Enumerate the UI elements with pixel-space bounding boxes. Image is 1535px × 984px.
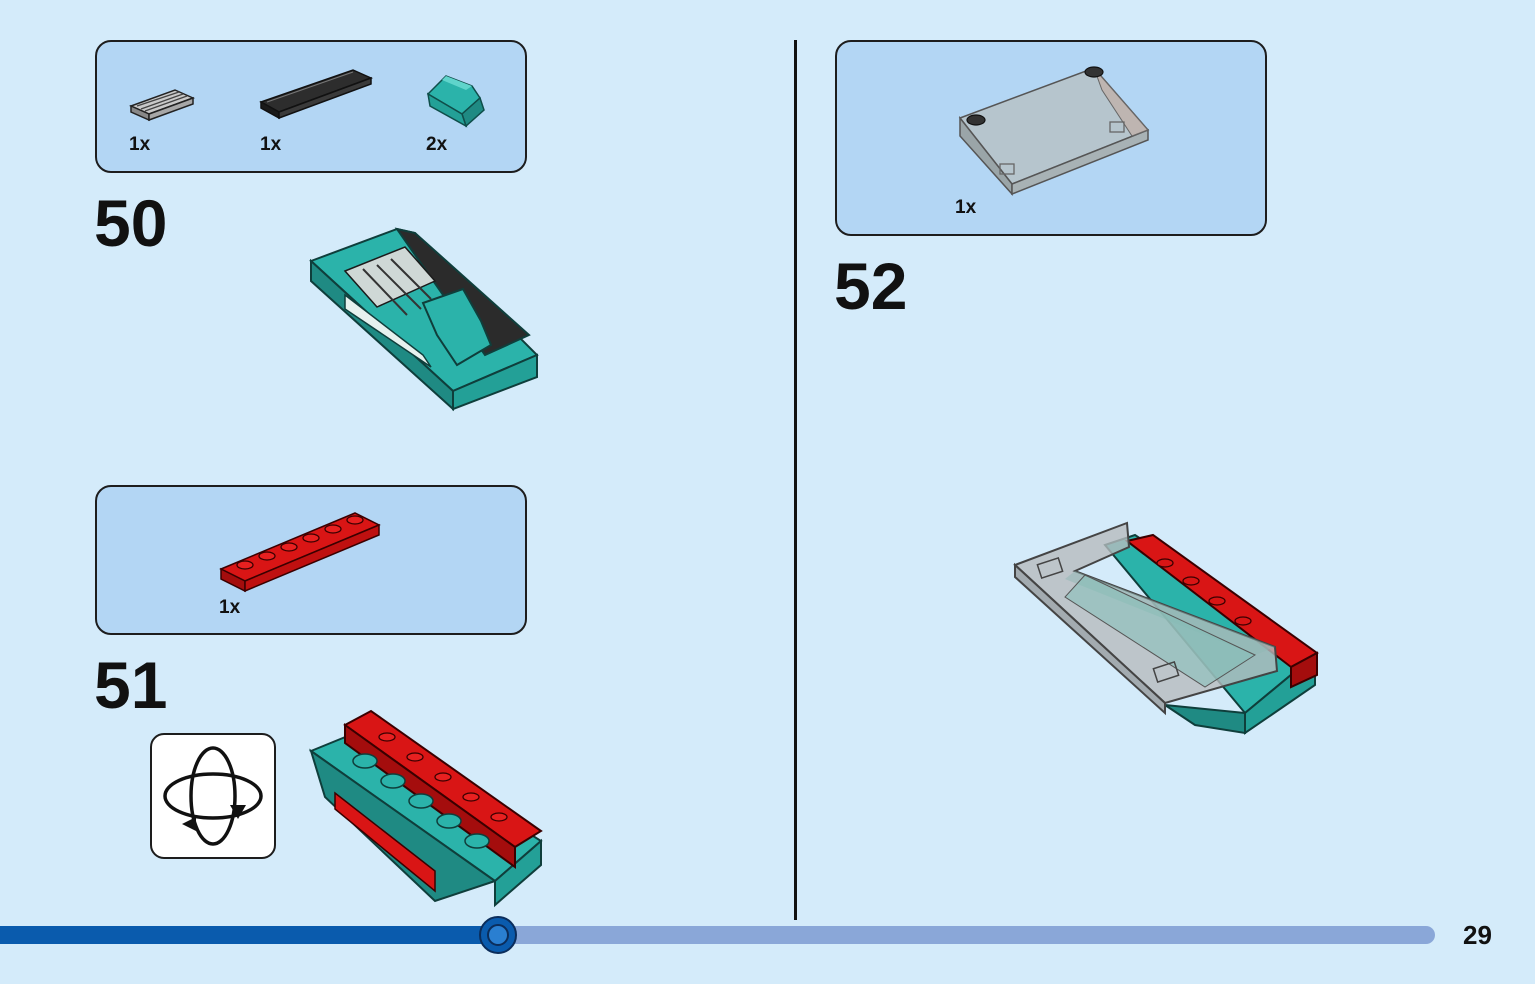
part-quantity: 1x xyxy=(129,134,151,155)
step-52-model-illustration xyxy=(1013,521,1319,735)
part-quantity: 1x xyxy=(260,134,282,155)
page-progress-marker xyxy=(479,916,517,954)
step-number: 51 xyxy=(94,648,168,722)
transparent-windscreen-icon xyxy=(958,66,1150,196)
black-tile-icon xyxy=(259,69,373,120)
page-progress-fill xyxy=(0,926,498,944)
rotate-model-indicator xyxy=(150,733,276,859)
step-50-model-illustration xyxy=(309,227,539,412)
rotate-model-icon xyxy=(163,746,263,846)
page-divider xyxy=(794,40,797,920)
grille-tile-icon xyxy=(128,89,196,122)
part-quantity: 1x xyxy=(219,597,241,618)
page-number: 29 xyxy=(1463,920,1492,950)
parts-box-step-51: 1x xyxy=(95,485,527,635)
page-progress-bar xyxy=(0,916,1435,954)
parts-box-step-52: 1x xyxy=(835,40,1267,236)
step-51-model-illustration xyxy=(308,709,543,908)
step-number: 50 xyxy=(94,186,168,260)
parts-box-step-50: 1x 1x 2x xyxy=(95,40,527,173)
teal-slope-icon xyxy=(426,75,485,128)
part-quantity: 1x xyxy=(955,197,977,218)
step-number: 52 xyxy=(834,249,908,323)
part-quantity: 2x xyxy=(426,134,448,155)
red-plate-icon xyxy=(219,512,381,593)
